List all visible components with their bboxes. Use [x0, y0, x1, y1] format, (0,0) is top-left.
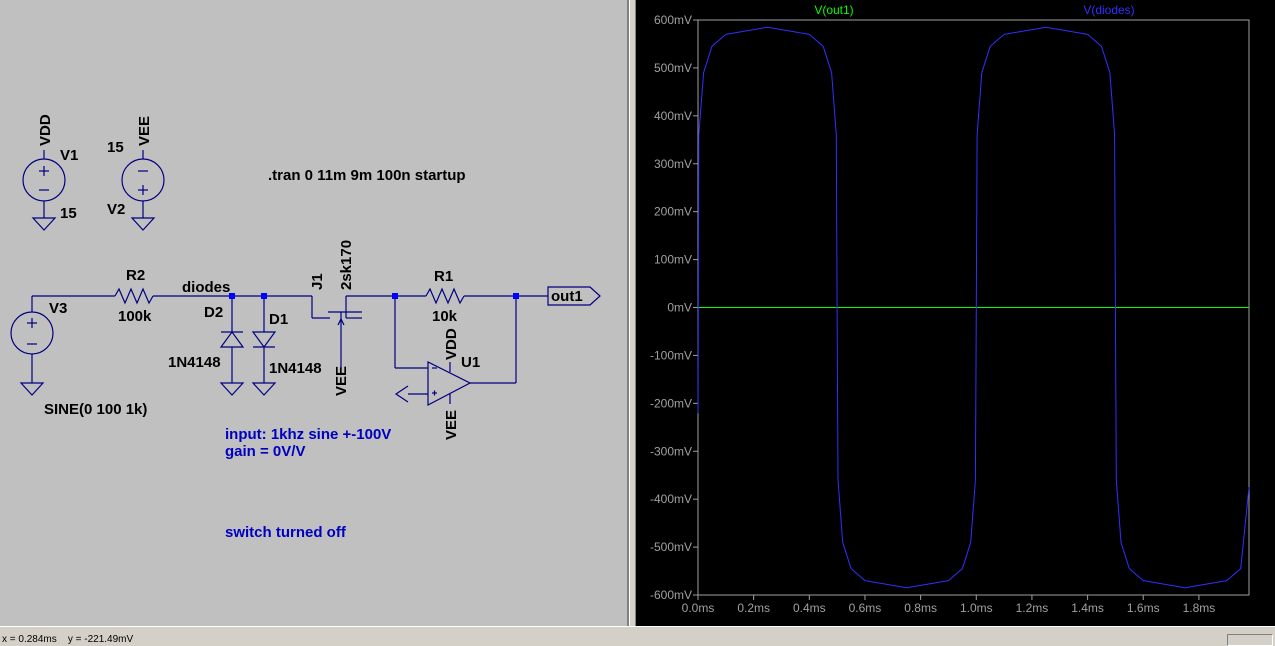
trace-diodes[interactable] — [697, 26, 1250, 589]
y-tick-label: 0mV — [667, 301, 692, 315]
y-tick-label: -500mV — [650, 540, 692, 554]
x-tick-label: 1.6ms — [1127, 601, 1160, 615]
v1-value: 15 — [60, 205, 77, 222]
u1-neg-supply: VEE — [443, 410, 460, 440]
opamp-u1[interactable] — [394, 296, 517, 406]
v2-name: V2 — [107, 201, 125, 218]
schematic-pane[interactable]: VDD V1 15 VEE 15 V2 .tran 0 11m 9m 100n … — [0, 0, 629, 626]
j1-gate-net: VEE — [333, 366, 350, 396]
diode-d2[interactable] — [219, 296, 245, 396]
d1-name: D1 — [269, 311, 288, 328]
y-tick-label: 100mV — [654, 253, 692, 267]
x-tick-label: 1.4ms — [1071, 601, 1104, 615]
out1-label: out1 — [551, 288, 583, 305]
d2-name: D2 — [204, 304, 223, 321]
resistor-r2[interactable] — [114, 287, 154, 305]
r1-value: 10k — [432, 308, 458, 325]
tran-directive[interactable]: .tran 0 11m 9m 100n startup — [268, 167, 466, 184]
v1-name: V1 — [60, 147, 78, 164]
v3-value: SINE(0 100 1k) — [44, 401, 147, 418]
y-tick-label: 400mV — [654, 109, 692, 123]
voltage-source-v3[interactable] — [10, 296, 54, 396]
junction-dot — [513, 293, 519, 299]
trace-label-out1[interactable]: V(out1) — [814, 3, 853, 17]
y-tick-label: -600mV — [650, 588, 692, 602]
y-tick-label: -200mV — [650, 396, 692, 410]
x-tick-label: 1.2ms — [1016, 601, 1049, 615]
voltage-source-v2[interactable] — [121, 150, 165, 231]
y-tick-label: 200mV — [654, 205, 692, 219]
x-tick-label: 0.2ms — [737, 601, 770, 615]
v3-name: V3 — [49, 300, 67, 317]
junction-dot — [229, 293, 235, 299]
comment-gain[interactable]: gain = 0V/V — [225, 443, 305, 460]
y-tick-label: -100mV — [650, 348, 692, 362]
d2-model: 1N4148 — [168, 354, 221, 371]
u1-name: U1 — [461, 354, 480, 371]
junction-dot — [261, 293, 267, 299]
pane-splitter[interactable] — [629, 0, 636, 626]
comment-input[interactable]: input: 1khz sine +-100V — [225, 426, 391, 443]
v2-value: 15 — [107, 139, 124, 156]
junction-dot — [392, 293, 398, 299]
v2-net-label: VEE — [136, 116, 153, 146]
j1-name: J1 — [309, 273, 326, 290]
net-label-out1[interactable] — [547, 286, 601, 306]
y-tick-label: -300mV — [650, 444, 692, 458]
schematic-canvas[interactable]: VDD V1 15 VEE 15 V2 .tran 0 11m 9m 100n … — [0, 0, 629, 626]
voltage-source-v1[interactable] — [22, 150, 66, 231]
x-tick-label: 1.8ms — [1183, 601, 1216, 615]
cursor-readout: x = 0.284ms y = -221.49mV — [2, 634, 134, 645]
d1-model: 1N4148 — [269, 360, 322, 377]
x-tick-label: 0.8ms — [904, 601, 937, 615]
trace-label-diodes[interactable]: V(diodes) — [1083, 3, 1134, 17]
comment-switch[interactable]: switch turned off — [225, 524, 347, 541]
y-tick-label: 600mV — [654, 13, 692, 27]
u1-pos-supply: VDD — [443, 328, 460, 360]
y-tick-label: -400mV — [650, 492, 692, 506]
y-tick-label: 500mV — [654, 61, 692, 75]
r2-value: 100k — [118, 308, 152, 325]
j1-model: 2sk170 — [338, 240, 355, 290]
x-tick-label: 1.0ms — [960, 601, 993, 615]
resistor-r1[interactable] — [425, 287, 465, 305]
x-tick-label: 0.4ms — [793, 601, 826, 615]
net-label-diodes: diodes — [182, 279, 230, 296]
jfet-j1[interactable] — [311, 295, 395, 368]
diode-d1[interactable] — [251, 296, 277, 396]
status-bar: x = 0.284ms y = -221.49mV — [0, 626, 1275, 646]
waveform-pane[interactable]: 600mV 500mV 400mV 300mV 200mV 100mV 0mV -100mV -… — [636, 0, 1275, 626]
r1-name: R1 — [434, 268, 453, 285]
r2-name: R2 — [126, 267, 145, 284]
x-tick-label: 0.0ms — [682, 601, 715, 615]
waveform-chart[interactable]: 600mV 500mV 400mV 300mV 200mV 100mV 0mV -100mV -… — [636, 0, 1275, 626]
status-panel — [1227, 634, 1273, 646]
y-tick-label: 300mV — [654, 157, 692, 171]
v1-net-label: VDD — [37, 114, 54, 146]
x-tick-label: 0.6ms — [849, 601, 882, 615]
